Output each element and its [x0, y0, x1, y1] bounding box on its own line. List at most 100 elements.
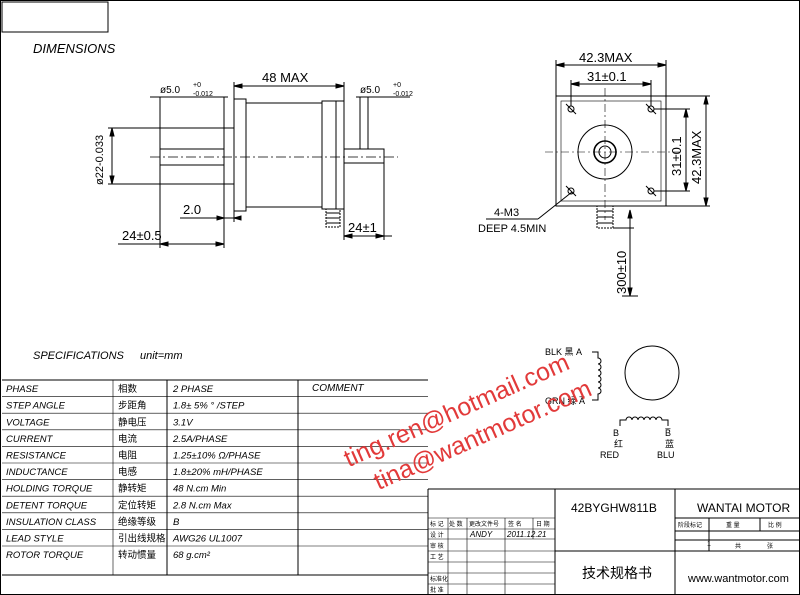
coil-a: [592, 351, 602, 401]
boss-dia-label: ø22-0.033: [94, 135, 106, 185]
shaft-dia-right-label: ø5.0: [360, 85, 380, 96]
rev-col-sign: 签 名: [508, 520, 522, 528]
front-flange: [233, 98, 247, 212]
boss: [223, 127, 235, 185]
model-number: 42BYGHW811B: [571, 501, 657, 515]
spec-param-en: INDUCTANCE: [6, 467, 68, 478]
tol-upper-left: +0: [193, 82, 201, 89]
company-name: WANTAI MOTOR: [697, 501, 790, 515]
spec-rows: PHASE 相数 2 PHASE STEP ANGLE 步距角 1.8± 5% ° /ST…: [2, 383, 428, 561]
spec-param-cn: 电阻: [118, 450, 138, 462]
outer-height-label: 42.3MAX: [689, 130, 704, 184]
rear-shaft: [343, 148, 385, 164]
spec-param-en: STEP ANGLE: [6, 401, 66, 412]
spec-value: 48 N.cm Min: [173, 484, 226, 495]
corner-box: [1, 1, 109, 33]
outer-width-label: 42.3MAX: [579, 50, 633, 65]
designer-label: 设 计: [430, 531, 444, 539]
rear-shaft-length-label: 24±1: [348, 220, 377, 235]
spec-value: 2 PHASE: [172, 384, 214, 395]
total-label: 共: [735, 542, 741, 550]
spec-value: 1.25±10% Ω/PHASE: [173, 451, 261, 462]
spec-param-en: PHASE: [6, 384, 39, 395]
designer-name: ANDY: [469, 530, 493, 539]
wire-grn-label: GRN 绿 A̅: [545, 395, 585, 406]
spec-param-cn: 电流: [118, 433, 138, 445]
wire-red-label: RED: [600, 450, 620, 460]
unit-label: unit=mm: [140, 350, 183, 362]
dimensions-heading: DIMENSIONS: [33, 41, 116, 56]
wire-blu-cn: 蓝: [665, 438, 674, 449]
spec-param-en: RESISTANCE: [6, 451, 67, 462]
wire-bbar-label: B̅: [665, 428, 671, 438]
spec-param-cn: 相数: [118, 383, 138, 395]
rev-col-count: 处 数: [449, 520, 463, 528]
tol-lower-left: -0.012: [193, 91, 213, 98]
spec-value: B: [173, 517, 180, 528]
boss-height-label: 2.0: [183, 202, 201, 217]
design-date: 2011.12.21: [506, 530, 546, 539]
spec-value: 3.1V: [173, 417, 194, 428]
scale-label: 比 例: [768, 521, 782, 529]
spec-param-en: VOLTAGE: [6, 417, 50, 428]
lead-length-label: 300±10: [614, 251, 629, 294]
spec-value: 2.8 N.cm Max: [172, 500, 233, 511]
wire-red-cn: 红: [614, 438, 623, 449]
specifications-heading: SPECIFICATIONS: [33, 350, 125, 362]
spec-value: 2.5A/PHASE: [172, 434, 228, 445]
shaft-dia-left-label: ø5.0: [160, 85, 180, 96]
spec-param-cn: 静转矩: [118, 483, 147, 495]
spec-param-en: CURRENT: [6, 434, 54, 445]
thread-label: 4-M3: [494, 207, 519, 219]
motor-body: [245, 102, 323, 208]
sheet-number: 1: [707, 541, 711, 548]
rev-col-date: 日 期: [536, 520, 550, 528]
weight-label: 重 量: [726, 521, 740, 529]
spec-value: 68 g.cm²: [173, 550, 211, 561]
title-block-grid: [427, 488, 800, 595]
spec-param-cn: 绝缘等级: [118, 516, 157, 528]
hole-spacing-h-label: 31±0.1: [587, 69, 627, 84]
spec-table-grid: [2, 379, 428, 576]
std-label: 标准化: [430, 575, 448, 583]
approve-label: 批 准: [430, 586, 444, 594]
lead-wires: [325, 208, 341, 228]
spec-param-cn: 电感: [118, 466, 138, 478]
front-shaft-length-label: 24±0.5: [122, 228, 162, 243]
spec-param-en: LEAD STYLE: [6, 534, 64, 545]
sheet-label: 张: [767, 542, 773, 550]
review-label: 审 核: [430, 542, 444, 550]
rev-col-mark: 标 记: [430, 520, 444, 528]
front-view: [486, 60, 710, 297]
spec-param-en: ROTOR TORQUE: [6, 550, 84, 561]
spec-param-cn: 引出线规格: [118, 533, 166, 545]
depth-label: DEEP 4.5MIN: [478, 223, 546, 235]
craft-label: 工 艺: [430, 553, 444, 561]
wiring-diagram: [592, 345, 680, 426]
spec-param-en: HOLDING TORQUE: [6, 484, 93, 495]
spec-value: 1.8±20% mH/PHASE: [173, 467, 263, 478]
watermark: ting.ren@hotmail.com tina@wantmotor.com: [340, 348, 596, 495]
rev-col-file: 更改文件号: [469, 520, 499, 528]
spec-param-en: DETENT TORQUE: [6, 500, 88, 511]
spec-param-cn: 转动惯量: [118, 549, 157, 561]
hole-spacing-v-label: 31±0.1: [669, 136, 684, 176]
grade-label: 阶段标记: [678, 521, 702, 529]
rear-cap: [321, 100, 345, 210]
spec-value: AWG26 UL1007: [172, 534, 243, 545]
wire-blk-label: BLK 黑 A: [545, 347, 582, 357]
tol-upper-right: +0: [393, 82, 401, 89]
wire-b-label: B: [613, 428, 619, 438]
comment-header: COMMENT: [312, 383, 365, 394]
company-website: www.wantmotor.com: [687, 573, 789, 585]
spec-value: 1.8± 5% ° /STEP: [173, 401, 245, 412]
wire-blu-label: BLU: [657, 450, 675, 460]
spec-param-cn: 静电压: [118, 416, 147, 428]
coil-b: [619, 416, 669, 426]
tol-lower-right: -0.012: [393, 91, 413, 98]
rotor-circle: [624, 345, 680, 401]
spec-param-cn: 步距角: [118, 400, 147, 412]
document-title: 技术规格书: [582, 565, 652, 581]
